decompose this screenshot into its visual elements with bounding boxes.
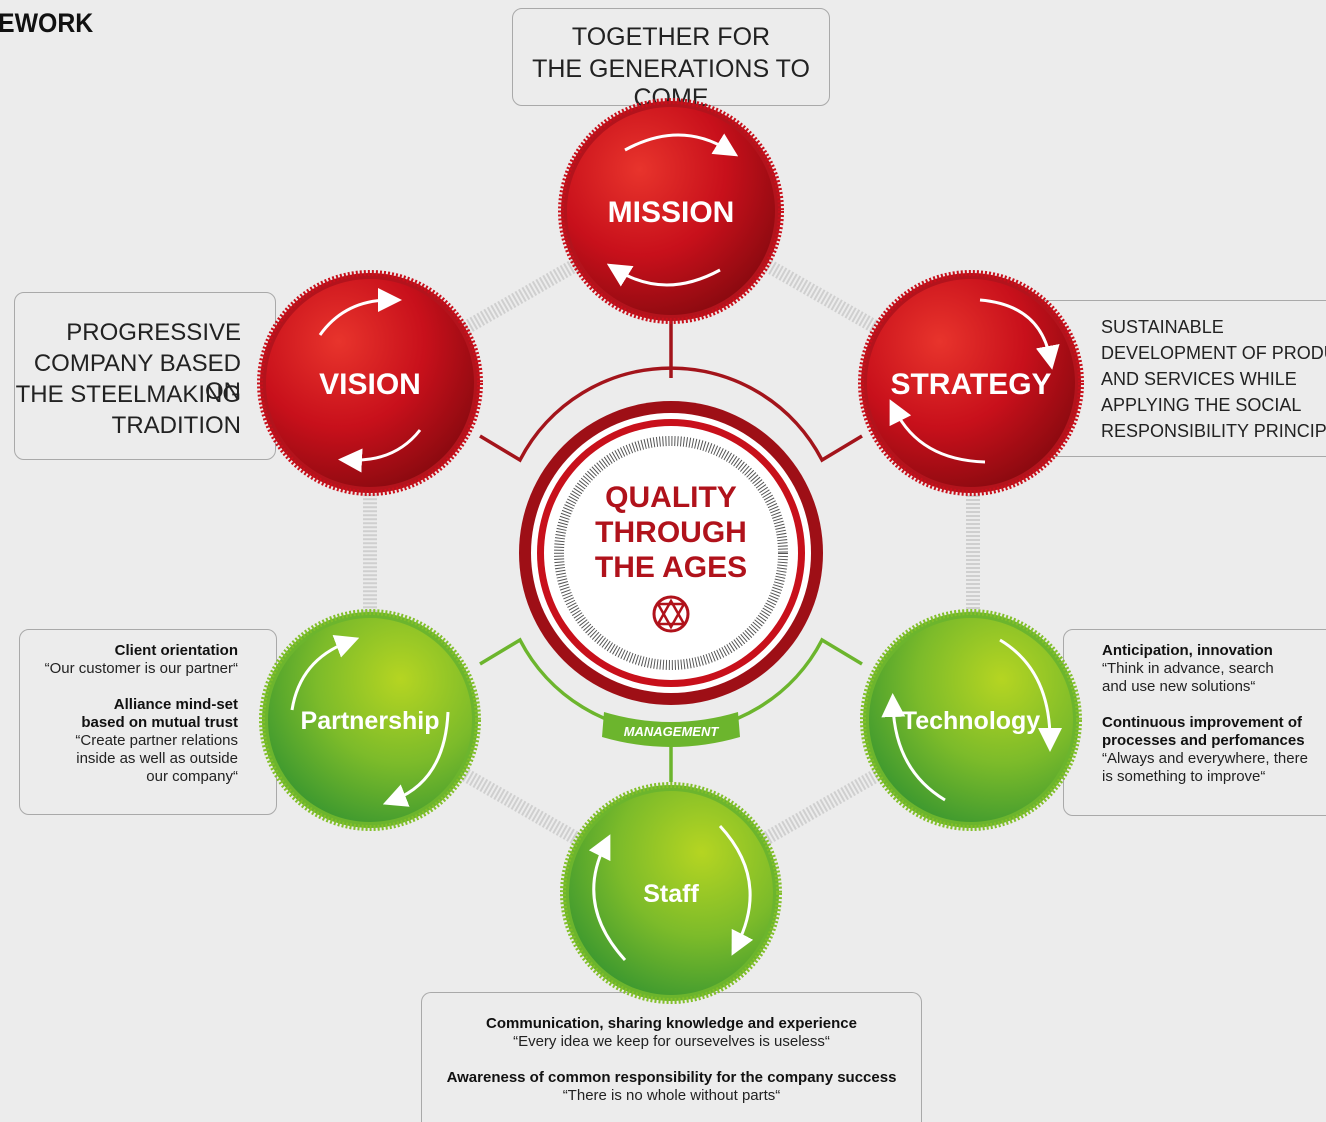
technology-heading: Continuous improvement of (1102, 714, 1302, 731)
staff-label: Staff (643, 880, 699, 908)
technology-quote: “Think in advance, search (1102, 660, 1274, 677)
strategy-description-line: DEVELOPMENT OF PRODUCTS (1101, 343, 1326, 363)
vision-description-line: PROGRESSIVE (66, 319, 241, 346)
center-title-line3: THE AGES (595, 551, 747, 584)
partnership-quote: inside as well as outside (76, 750, 238, 767)
technology-heading: Anticipation, innovation (1102, 642, 1273, 659)
strategy-description-line: APPLYING THE SOCIAL (1101, 395, 1302, 415)
technology-description-box: Anticipation, innovation “Think in advan… (1063, 629, 1326, 816)
management-banner: MANAGEMENT (602, 712, 740, 747)
mission-label: MISSION (608, 196, 735, 229)
red-connectors (479, 318, 863, 463)
strategy-description-line: SUSTAINABLE (1101, 317, 1224, 337)
strategy-description-line: AND SERVICES WHILE (1101, 369, 1297, 389)
staff-quote: “Every idea we keep for oursevelves is u… (513, 1033, 830, 1050)
partnership-heading: Client orientation (114, 642, 238, 659)
strategy-description-line: RESPONSIBILITY PRINCIPLES (1101, 421, 1326, 441)
staff-circle: Staff (560, 782, 782, 1004)
staff-heading: Awareness of common responsibility for t… (446, 1069, 897, 1086)
staff-heading: Communication, sharing knowledge and exp… (486, 1015, 857, 1032)
strategy-circle: STRATEGY (858, 270, 1084, 496)
page-title: EWORK (0, 8, 94, 38)
partnership-heading: based on mutual trust (81, 714, 238, 731)
mission-description-line: TOGETHER FOR (571, 23, 771, 51)
vision-description-line: TRADITION (111, 412, 241, 439)
technology-quote: is something to improve“ (1102, 768, 1266, 785)
vision-description-line: THE STEELMAKING (15, 381, 241, 408)
technology-quote: and use new solutions“ (1102, 678, 1256, 695)
partnership-label: Partnership (301, 707, 440, 735)
partnership-circle: Partnership (259, 609, 481, 831)
vision-label: VISION (319, 368, 421, 401)
strategy-label: STRATEGY (890, 368, 1051, 401)
center-badge: QUALITY THROUGH THE AGES (519, 401, 823, 705)
partnership-quote: “Create partner relations (75, 732, 238, 749)
mission-circle: MISSION (558, 98, 784, 324)
technology-quote: “Always and everywhere, there (1102, 750, 1308, 767)
center-title-line2: THROUGH (595, 516, 747, 549)
technology-heading: processes and perfomances (1102, 732, 1305, 749)
management-label: MANAGEMENT (624, 724, 720, 739)
vision-description-line: COMPANY BASED ON (33, 350, 241, 405)
mission-description-box: TOGETHER FOR THE GENERATIONS TO COME (512, 8, 830, 112)
partnership-quote: “Our customer is our partner“ (44, 660, 238, 677)
vision-circle: VISION (257, 270, 483, 496)
company-triangle-logo-icon (652, 595, 690, 633)
center-title-line1: QUALITY (605, 481, 737, 514)
vision-description-box: PROGRESSIVE COMPANY BASED ON THE STEELMA… (14, 292, 276, 460)
staff-quote: “There is no whole without parts“ (562, 1087, 781, 1104)
partnership-heading: Alliance mind-set (113, 696, 238, 713)
technology-label: Technology (902, 707, 1041, 735)
staff-description-box: Communication, sharing knowledge and exp… (421, 992, 922, 1122)
mission-description-line: THE GENERATIONS TO COME (532, 55, 810, 112)
technology-circle: Technology (860, 609, 1082, 831)
partnership-description-box: Client orientation “Our customer is our … (19, 629, 277, 815)
partnership-quote: our company“ (146, 768, 238, 785)
